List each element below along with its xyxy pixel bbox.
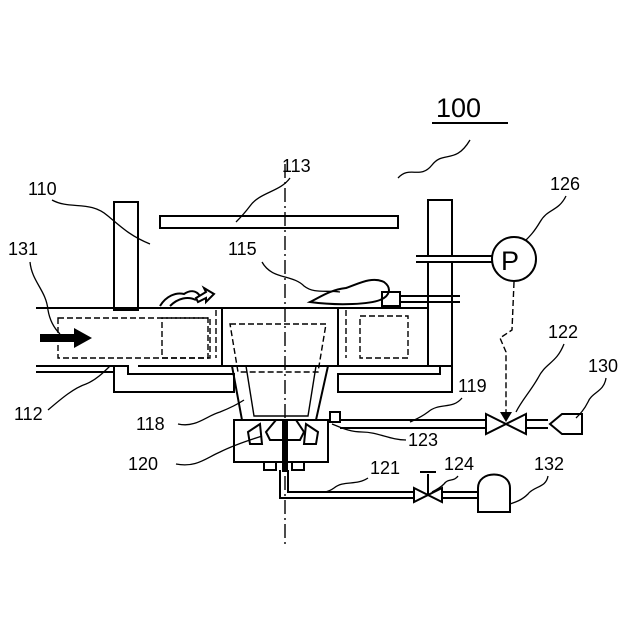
leader-130	[576, 378, 606, 418]
signal-line	[500, 282, 514, 416]
ref-124: 124	[444, 454, 474, 474]
ref-112: 112	[14, 404, 43, 424]
apparatus-label: 100	[436, 93, 481, 123]
valve-124	[414, 472, 442, 502]
nozzle	[248, 420, 318, 472]
ref-132: 132	[534, 454, 564, 474]
lower-vessel	[232, 366, 328, 462]
ref-121: 121	[370, 458, 400, 478]
housing-wall-left	[114, 202, 138, 310]
leader-123	[332, 424, 406, 440]
leader-132	[510, 476, 548, 504]
top-plate	[160, 216, 398, 228]
leader-121	[312, 478, 368, 492]
ref-126: 126	[550, 174, 580, 194]
connector-block-bottom-right	[292, 462, 304, 470]
conveyed-object	[160, 288, 214, 306]
housing-wall-right	[428, 200, 452, 366]
leader-110	[52, 200, 150, 244]
ref-131: 131	[8, 239, 38, 259]
ref-113: 113	[282, 156, 311, 176]
center-chamber	[222, 308, 338, 372]
connector-block-right	[330, 412, 340, 422]
ref-115: 115	[228, 239, 257, 259]
ref-120: 120	[128, 454, 158, 474]
inflow-arrow-icon	[40, 328, 92, 348]
connector-block-bottom-left	[264, 462, 276, 470]
food-item	[310, 280, 460, 306]
housing-floor	[114, 366, 452, 392]
leader-124	[432, 476, 458, 492]
ref-123: 123	[408, 430, 438, 450]
leader-122	[516, 344, 564, 412]
leader-119	[410, 398, 462, 422]
ref-118: 118	[136, 414, 165, 434]
tank-132	[478, 475, 510, 513]
leader-126	[526, 196, 566, 240]
leader-131	[30, 262, 60, 334]
pump-symbol: P	[501, 246, 519, 276]
ref-122: 122	[548, 322, 578, 342]
ref-130: 130	[588, 356, 618, 376]
signal-arrow-icon	[500, 412, 512, 422]
leader-100	[398, 140, 470, 178]
leader-120	[176, 436, 262, 465]
leader-115	[262, 262, 340, 292]
ref-110: 110	[28, 179, 57, 199]
ref-119: 119	[458, 376, 487, 396]
